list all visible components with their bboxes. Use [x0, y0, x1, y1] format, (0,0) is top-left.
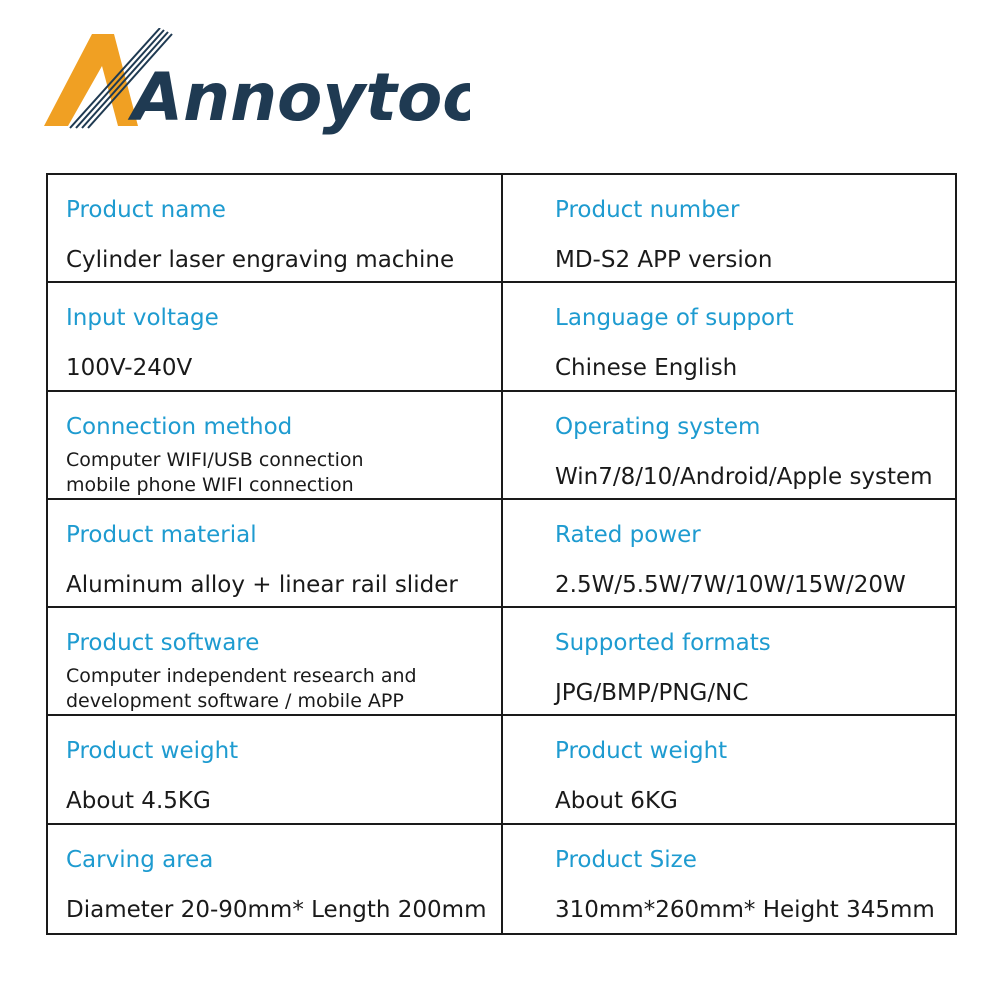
spec-value: Win7/8/10/Android/Apple system — [555, 463, 933, 490]
spec-value: 100V-240V — [66, 355, 193, 382]
spec-cell-product-weight-2: Product weight About 6KG — [503, 716, 955, 825]
spec-label: Product software — [66, 630, 260, 657]
spec-value: MD-S2 APP version — [555, 247, 773, 273]
spec-label: Supported formats — [555, 630, 771, 657]
spec-label: Connection method — [66, 413, 293, 440]
spec-label: Product weight — [66, 738, 239, 765]
spec-value: 310mm*260mm* Height 345mm — [555, 896, 935, 923]
spec-label: Carving area — [66, 846, 214, 873]
spec-cell-rated-power: Rated power 2.5W/5.5W/7W/10W/15W/20W — [503, 500, 955, 609]
spec-value: 2.5W/5.5W/7W/10W/15W/20W — [555, 571, 906, 598]
spec-value-line: Computer independent research and — [66, 665, 417, 688]
brand-logo: Annoytools — [40, 28, 470, 138]
spec-cell-product-size: Product Size 310mm*260mm* Height 345mm — [503, 825, 955, 933]
spec-label: Input voltage — [66, 305, 219, 332]
spec-value-line: development software / mobile APP — [66, 690, 404, 713]
annoytools-logo-mark: Annoytools — [44, 28, 470, 136]
spec-cell-carving-area: Carving area Diameter 20-90mm* Length 20… — [48, 824, 503, 933]
spec-value: Aluminum alloy + linear rail slider — [66, 571, 458, 598]
spec-value-line: Computer WIFI/USB connection — [66, 448, 364, 471]
spec-label: Product Size — [555, 846, 697, 873]
spec-cell-product-software: Product software Computer independent re… — [48, 608, 503, 717]
spec-cell-product-material: Product material Aluminum alloy + linear… — [48, 499, 503, 609]
spec-label: Product number — [555, 197, 740, 223]
spec-value: Cylinder laser engraving machine — [66, 247, 455, 273]
spec-label: Operating system — [555, 413, 761, 440]
spec-value: JPG/BMP/PNG/NC — [555, 680, 749, 707]
spec-cell-language: Language of support Chinese English — [503, 283, 955, 392]
spec-cell-input-voltage: Input voltage 100V-240V — [48, 283, 503, 392]
spec-cell-product-name: Product name Cylinder laser engraving ma… — [48, 175, 503, 284]
spec-label: Language of support — [555, 305, 794, 332]
spec-value: Chinese English — [555, 355, 738, 382]
spec-value: About 6KG — [555, 788, 678, 815]
spec-table: Product name Cylinder laser engraving ma… — [46, 173, 957, 935]
spec-label: Product weight — [555, 738, 728, 765]
spec-label: Product name — [66, 197, 226, 223]
spec-label: Product material — [66, 521, 257, 548]
spec-value: About 4.5KG — [66, 788, 211, 815]
spec-cell-product-weight: Product weight About 4.5KG — [48, 716, 503, 825]
spec-value: Computer independent research and develo… — [66, 664, 501, 714]
spec-value-line: mobile phone WIFI connection — [66, 473, 354, 496]
spec-value: Computer WIFI/USB connection mobile phon… — [66, 448, 501, 498]
brand-name: Annoytools — [127, 59, 470, 136]
spec-cell-supported-formats: Supported formats JPG/BMP/PNG/NC — [503, 608, 955, 717]
spec-label: Rated power — [555, 521, 701, 548]
spec-cell-operating-system: Operating system Win7/8/10/Android/Apple… — [503, 392, 955, 500]
spec-value: Diameter 20-90mm* Length 200mm — [66, 896, 487, 923]
spec-cell-connection-method: Connection method Computer WIFI/USB conn… — [48, 391, 503, 500]
spec-cell-product-number: Product number MD-S2 APP version — [503, 175, 955, 284]
